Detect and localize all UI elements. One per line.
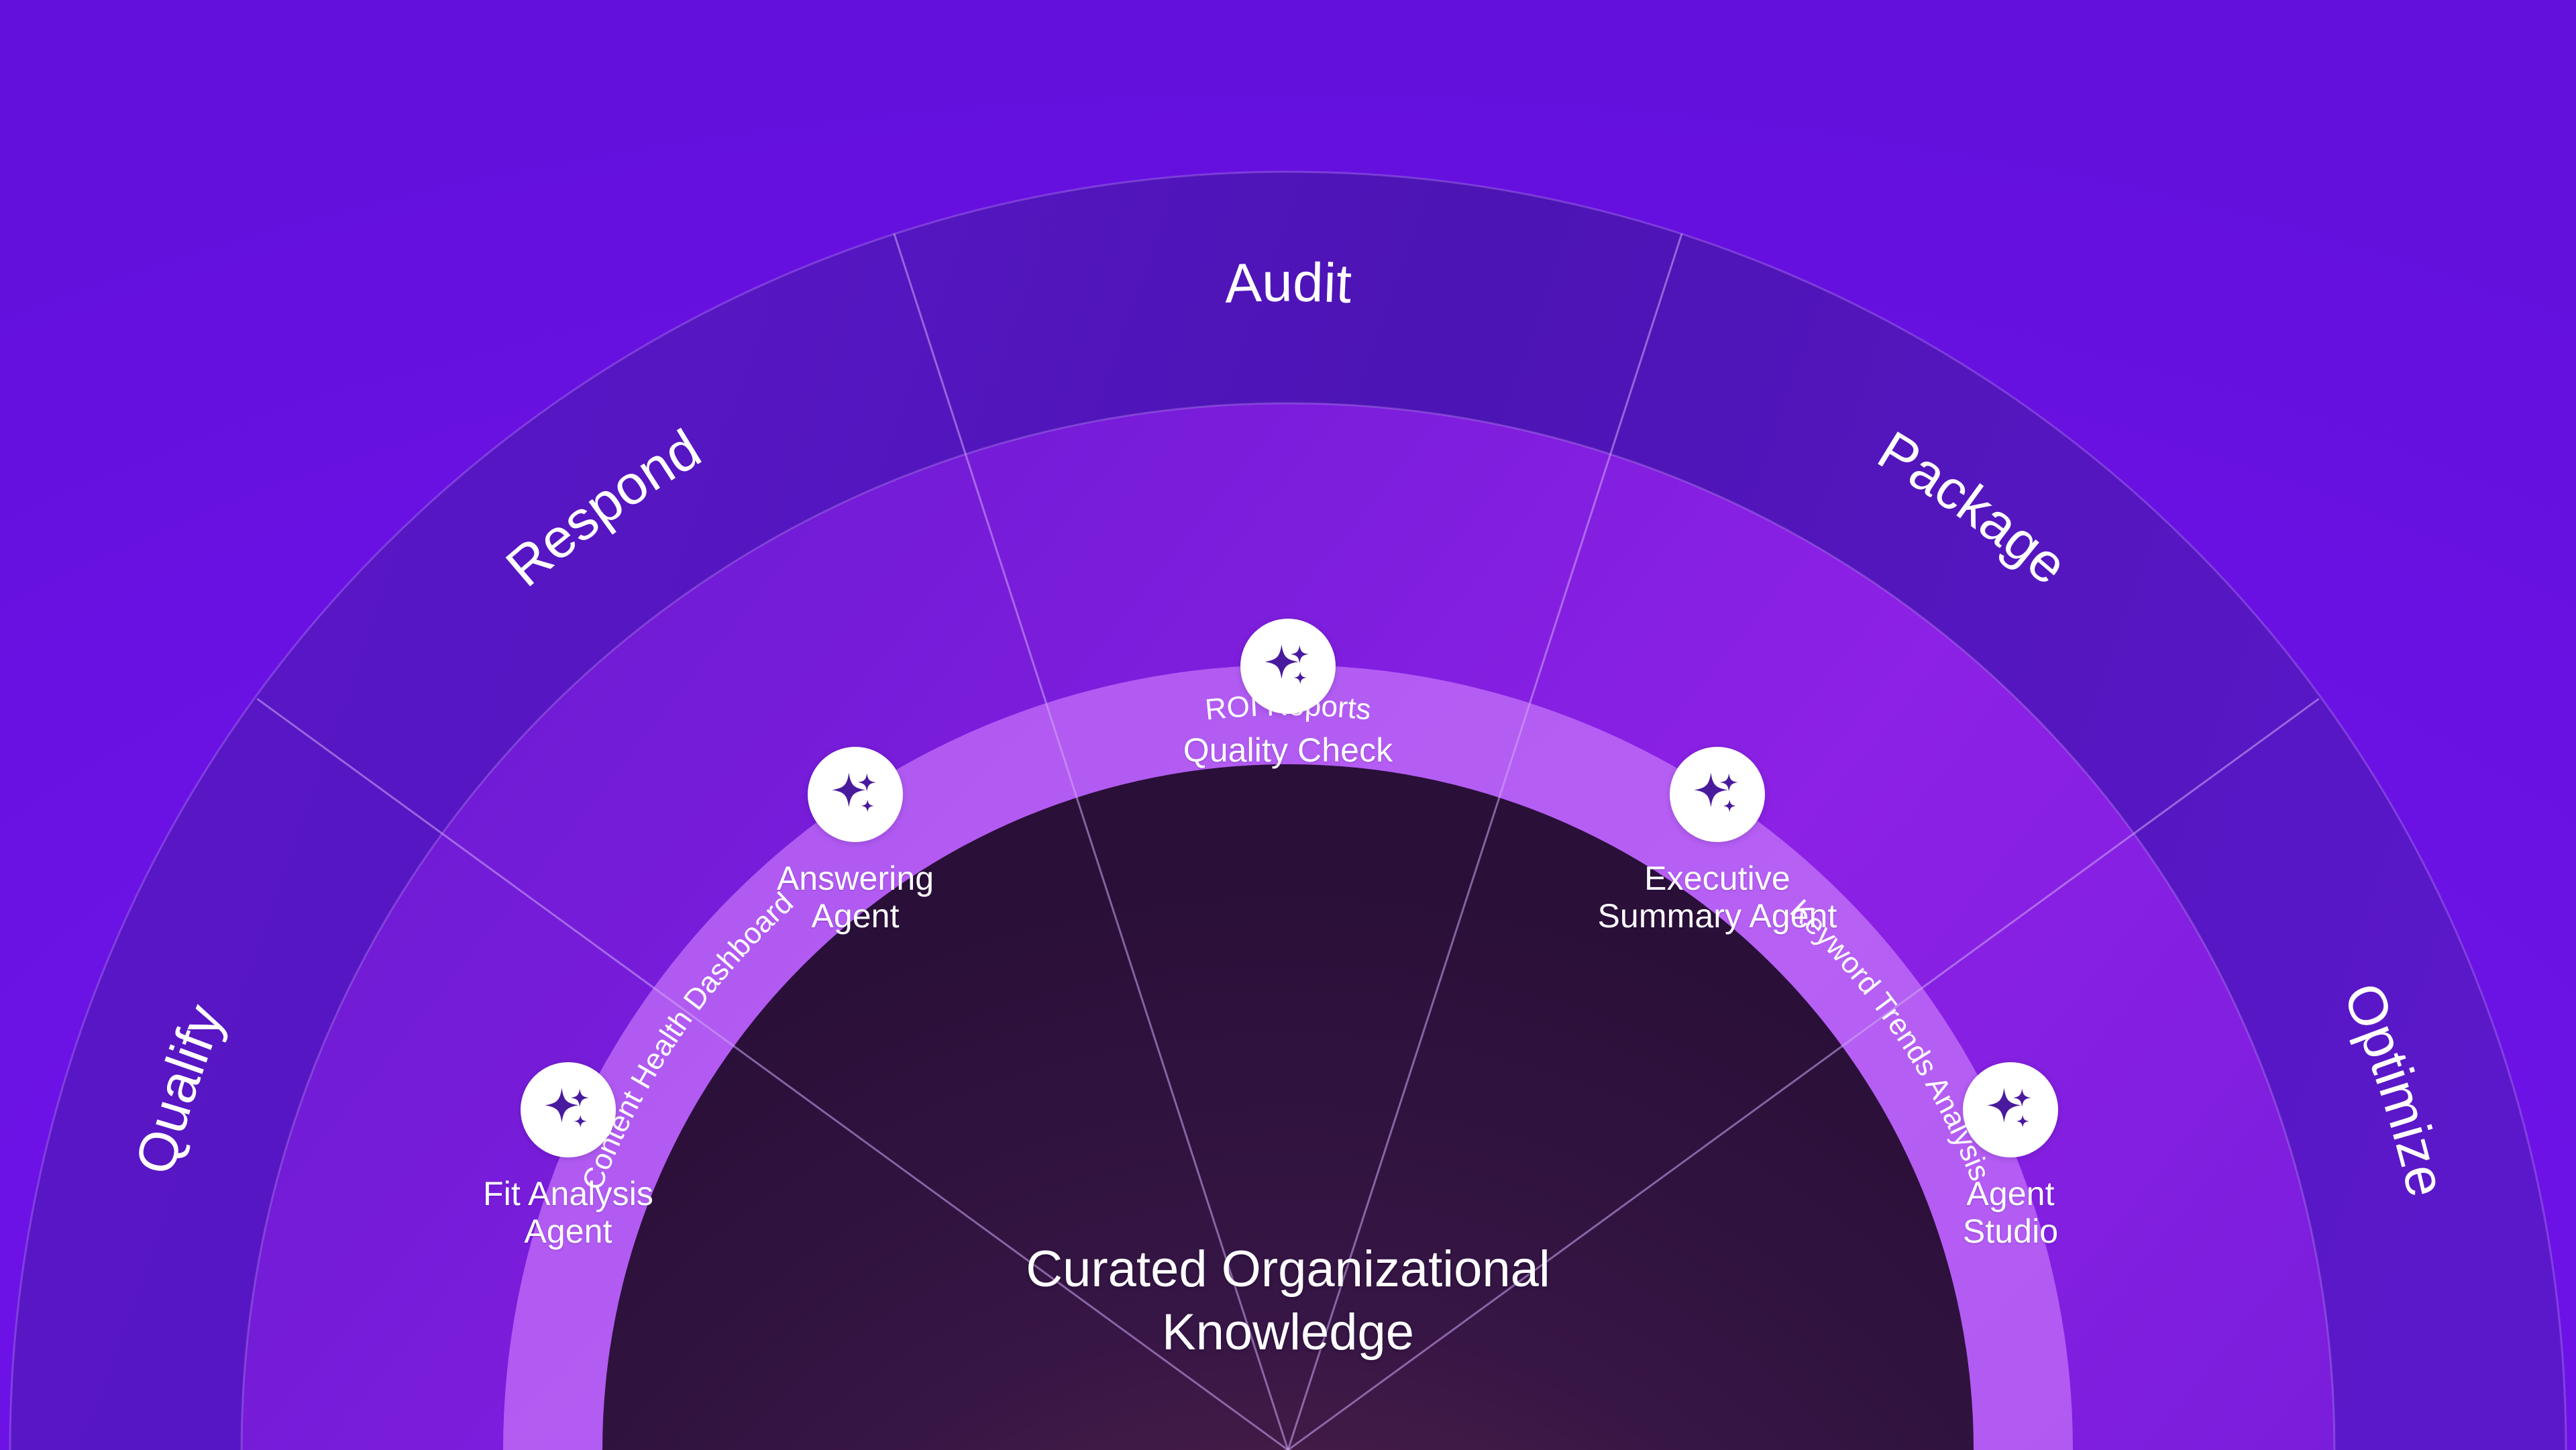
sparkle-icon (1240, 619, 1336, 714)
sparkle-icon (808, 747, 903, 842)
agent-label: Fit Analysis Agent (482, 1175, 654, 1250)
sparkle-icon (521, 1062, 616, 1157)
agent-label: Answering Agent (776, 860, 934, 935)
agent-node-answering[interactable]: Answering Agent (714, 747, 996, 935)
agent-node-agent-studio[interactable]: Agent Studio (1870, 1062, 2151, 1250)
sparkle-icon (1963, 1062, 2058, 1157)
ring-separators (9, 170, 2567, 1450)
agent-label: Executive Summary Agent (1597, 860, 1837, 935)
core-circle (602, 764, 1974, 1450)
agent-label: Agent Studio (1962, 1175, 2059, 1250)
sparkle-icon (1670, 747, 1765, 842)
agent-node-quality-check[interactable]: Quality Check (1100, 619, 1476, 769)
agent-label: Quality Check (1183, 731, 1393, 769)
core-title: Curated Organizational Knowledge (1026, 1241, 1550, 1361)
agent-node-fit-analysis[interactable]: Fit Analysis Agent (427, 1062, 709, 1250)
outer-ring-dividers (256, 233, 2320, 1450)
outer-label-audit: Audit (1224, 252, 1353, 315)
agent-node-executive-summary[interactable]: Executive Summary Agent (1529, 747, 1905, 935)
